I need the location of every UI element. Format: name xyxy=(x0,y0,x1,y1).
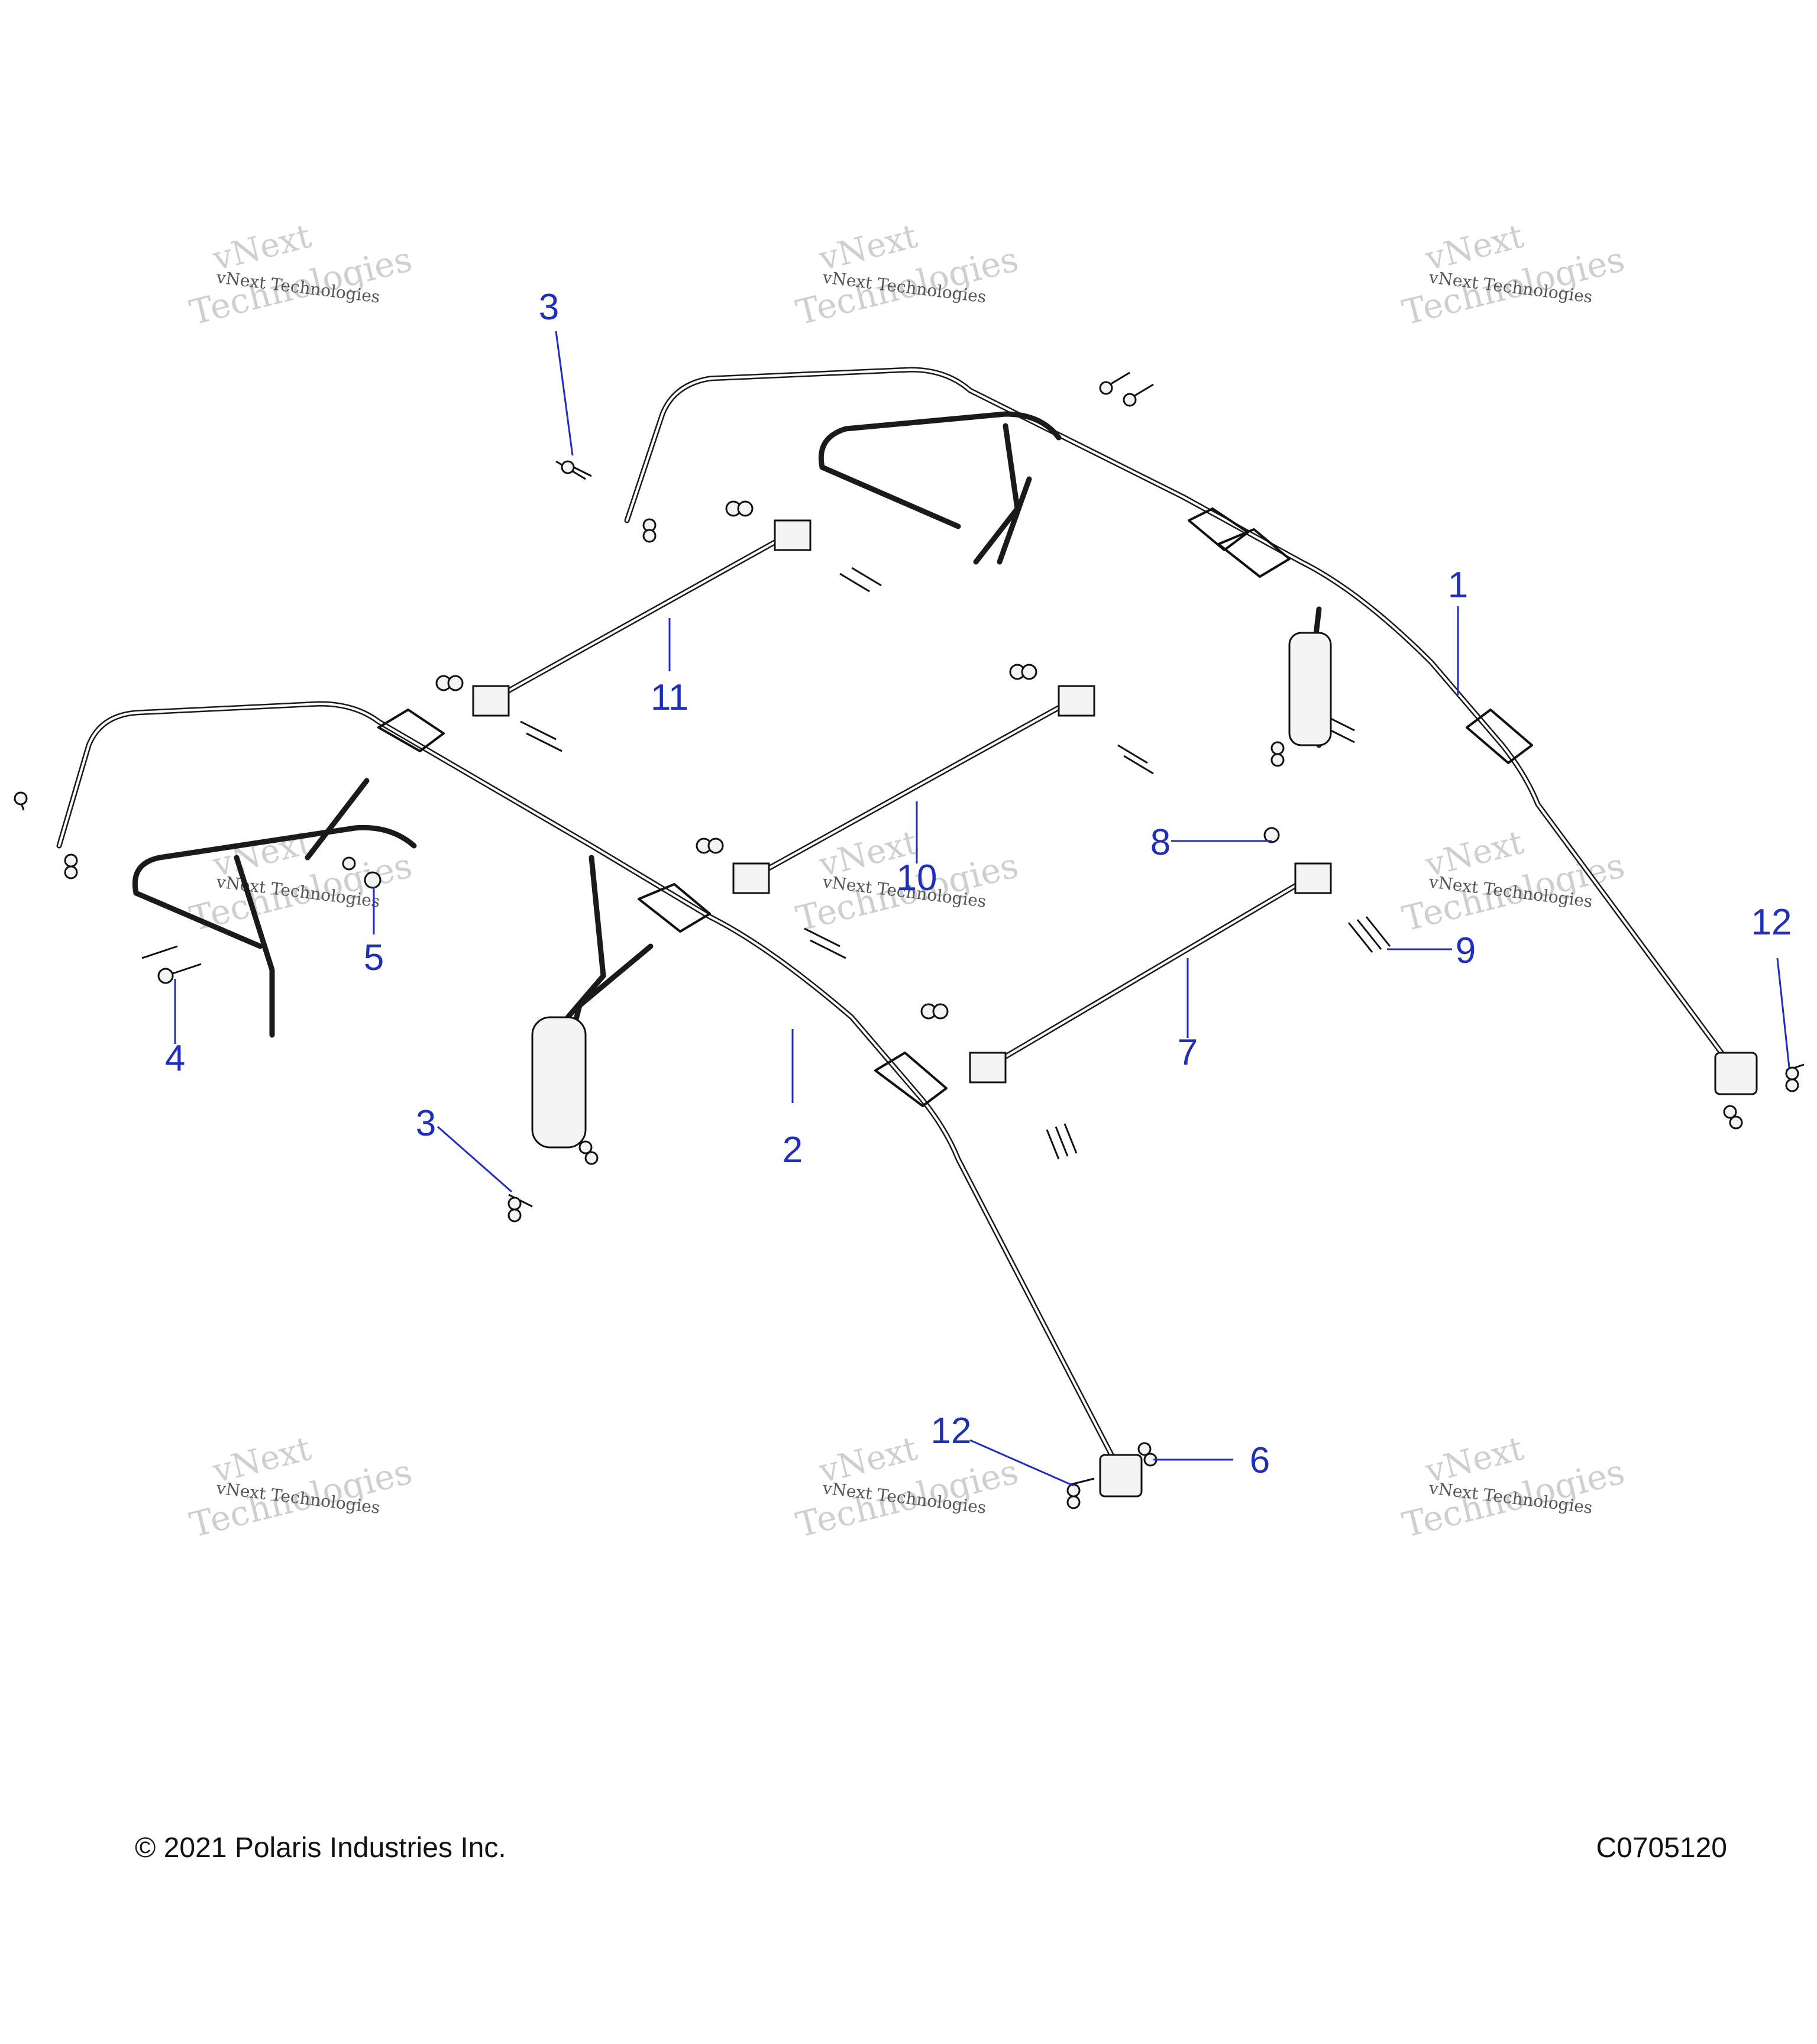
callout-9: 9 xyxy=(1456,930,1476,971)
front-right-foot xyxy=(1099,1454,1143,1498)
watermark: vNext Technologies xyxy=(186,823,416,939)
cross-tube-10 xyxy=(732,685,1095,894)
fasteners xyxy=(14,371,1805,1509)
nut-icon xyxy=(920,1003,949,1020)
nut-icon xyxy=(64,853,78,879)
bolt-icon xyxy=(1123,383,1154,407)
bolt-icon xyxy=(804,927,846,959)
callout-4: 4 xyxy=(165,1038,185,1079)
tube-end-bracket xyxy=(969,1052,1007,1084)
bolt-icon xyxy=(1099,371,1130,395)
nut-icon xyxy=(342,856,356,871)
callout-2: 2 xyxy=(783,1130,803,1170)
watermark: vNext Technologies xyxy=(1398,217,1628,333)
cross-tube-7 xyxy=(969,862,1332,1084)
cross-tube-11 xyxy=(472,519,811,717)
bolt-icon xyxy=(839,567,882,593)
callout-8: 8 xyxy=(1150,822,1171,863)
front-upright-sleeve xyxy=(531,1016,587,1149)
watermark: vNext Technologies xyxy=(1398,823,1628,939)
callout-labels: 1 2 3 3 4 5 6 7 8 9 10 11 12 12 xyxy=(165,287,1792,1481)
nut-icon xyxy=(1009,664,1037,680)
nut-icon xyxy=(364,871,381,889)
rear-right-foot xyxy=(1714,1052,1758,1095)
tube-end-bracket xyxy=(1058,685,1095,717)
callout-3-top: 3 xyxy=(539,287,559,328)
tube-end-bracket xyxy=(1294,862,1332,894)
callout-3-bottom: 3 xyxy=(416,1103,436,1144)
bolt-icon xyxy=(141,945,202,984)
watermark: vNext Technologies xyxy=(186,1429,416,1545)
watermark: vNext Technologies xyxy=(792,217,1022,333)
bolt-icon xyxy=(1330,717,1355,743)
callout-1: 1 xyxy=(1448,565,1468,606)
nut-icon xyxy=(696,837,724,854)
leader-3-bottom xyxy=(437,1126,512,1193)
leader-12-right xyxy=(1776,958,1790,1068)
bolt-icon xyxy=(14,791,28,811)
watermark: vNext Technologies xyxy=(792,1429,1022,1545)
diagram-code: C0705120 xyxy=(1596,1832,1727,1864)
leader-lines xyxy=(174,331,1790,1487)
front-cage-section xyxy=(56,701,1143,1498)
bolt-icon xyxy=(507,1194,533,1222)
callout-5: 5 xyxy=(364,937,384,978)
bolt-icon xyxy=(1066,1477,1095,1509)
tube-end-bracket xyxy=(732,862,770,894)
callout-11: 11 xyxy=(651,677,688,718)
callout-6: 6 xyxy=(1250,1440,1270,1481)
bolt-icon xyxy=(1046,1123,1078,1160)
callout-12-bottom: 12 xyxy=(931,1411,972,1451)
watermark: vNext Technologies xyxy=(186,217,416,333)
callout-10: 10 xyxy=(897,858,937,898)
bolt-icon xyxy=(1785,1063,1805,1092)
watermark: vNext Technologies xyxy=(1398,1429,1628,1545)
leader-3-top xyxy=(555,331,574,456)
rear-cage-section xyxy=(624,367,1758,1095)
nut-icon xyxy=(435,675,464,691)
nut-icon xyxy=(642,518,657,543)
bolt-icon xyxy=(1347,916,1391,953)
callout-7: 7 xyxy=(1178,1032,1198,1073)
nut-icon xyxy=(725,500,754,517)
tube-end-bracket xyxy=(774,519,811,551)
bolt-icon xyxy=(573,466,592,477)
rear-upright-sleeve xyxy=(1288,632,1332,746)
leader-12-bottom xyxy=(969,1439,1074,1487)
nut-icon xyxy=(1270,741,1285,767)
bolt-icon xyxy=(520,720,562,752)
nut-icon xyxy=(1723,1105,1743,1130)
callout-12-right: 12 xyxy=(1751,902,1792,943)
nut-icon xyxy=(1263,827,1280,843)
copyright-text: © 2021 Polaris Industries Inc. xyxy=(135,1832,506,1864)
tube-end-bracket xyxy=(472,685,510,717)
bolt-icon xyxy=(1117,744,1154,775)
nut-icon xyxy=(578,1140,599,1165)
